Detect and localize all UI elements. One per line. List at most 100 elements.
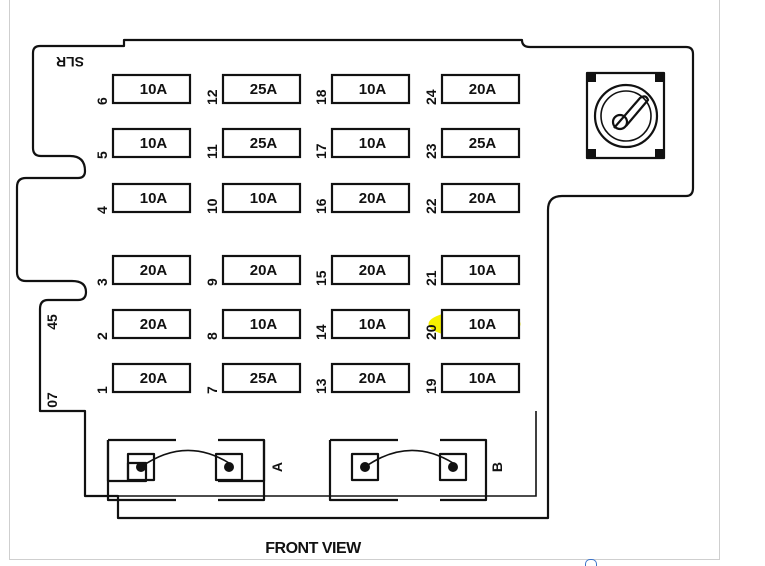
fuse-14-body	[330, 308, 411, 340]
fuse-13-body	[330, 362, 411, 394]
fuse-12-rating: 25A	[250, 81, 278, 98]
rotary-corner-bl	[587, 149, 596, 158]
fuse-23-number: 23	[423, 143, 439, 159]
fuse-19-number: 19	[423, 378, 439, 394]
fuse-17-body	[330, 127, 411, 159]
fuse-8-number: 8	[204, 332, 220, 340]
relay-b-terminal-left	[350, 452, 380, 482]
fuse-16: 20A 16	[313, 182, 411, 214]
rotary-switch-housing	[585, 71, 666, 160]
fuse-6-rating: 10A	[140, 81, 168, 98]
fuse-18-body	[330, 73, 411, 105]
fuse-9-rating: 20A	[250, 262, 278, 279]
bottom-inner-wall	[85, 411, 537, 497]
fuse-6: 10A 6	[94, 73, 192, 105]
fuse-10: 10A 10	[204, 182, 302, 214]
fuse-20-body	[440, 308, 521, 340]
fuse-12-number: 12	[204, 89, 220, 105]
side-label-upper: 45	[44, 314, 60, 330]
fuse-7-rating: 25A	[250, 370, 278, 387]
fuse-18-rating: 10A	[359, 81, 387, 98]
fuse-22-body	[440, 182, 521, 214]
fuse-2-rating: 20A	[140, 316, 168, 333]
fuse-6-number: 6	[94, 97, 110, 105]
fuse-4-rating: 10A	[140, 190, 168, 207]
fuse-13-number: 13	[313, 378, 329, 394]
front-view-caption: FRONT VIEW	[265, 540, 362, 557]
fuse-9-number: 9	[204, 278, 220, 286]
fuse-21-body	[440, 254, 521, 286]
rotary-switch	[585, 71, 666, 160]
rotary-corner-tr	[655, 73, 664, 82]
partial-icon-edge	[585, 559, 597, 566]
fuse-7-body	[221, 362, 302, 394]
fuse-9-body	[221, 254, 302, 286]
rotary-knob-lever	[613, 95, 650, 129]
fuse-15-rating: 20A	[359, 262, 387, 279]
fuse-11-number: 11	[204, 144, 220, 159]
fuse-4-number: 4	[94, 206, 110, 214]
relay-b-housing	[328, 438, 488, 502]
relay-a-terminal-right	[214, 452, 244, 482]
fuse-5-number: 5	[94, 151, 110, 159]
fuse-15-body	[330, 254, 411, 286]
fuse-2-body	[111, 308, 192, 340]
fuse-5-body	[111, 127, 192, 159]
fuse-3-body	[111, 254, 192, 286]
relay-b-terminal-right-dot	[448, 462, 458, 472]
fuse-16-number: 16	[313, 198, 329, 214]
relay-a-label: A	[269, 462, 285, 472]
relay-a-terminal-right-dot	[224, 462, 234, 472]
relay-b-jumper	[364, 449, 454, 468]
fuse-16-body	[330, 182, 411, 214]
rotary-outer-ring	[593, 83, 659, 149]
fuse-12: 25A 12	[204, 73, 302, 105]
frame-bottom-border	[9, 559, 720, 560]
fuse-12-body	[221, 73, 302, 105]
fuse-6-body	[111, 73, 192, 105]
fuse-2-number: 2	[94, 332, 110, 340]
fuse-5-rating: 10A	[140, 135, 168, 152]
fuse-10-number: 10	[204, 198, 220, 214]
fuse-9: 20A 9	[204, 254, 302, 286]
fuse-24-rating: 20A	[469, 81, 497, 98]
fuse-11-body	[221, 127, 302, 159]
relay-b-terminal-right	[438, 452, 468, 482]
fuse-14-rating: 10A	[359, 316, 387, 333]
fuse-10-rating: 10A	[250, 190, 278, 207]
fuse-4-body	[111, 182, 192, 214]
fuse-20-number: 20	[423, 324, 439, 340]
rotary-corner-br	[655, 149, 664, 158]
fuse-17-number: 17	[313, 143, 329, 159]
rotary-inner-ring	[600, 90, 652, 142]
side-label-lower: 07	[44, 392, 60, 408]
fuse-22-rating: 20A	[469, 190, 497, 207]
fuse-16-rating: 20A	[359, 190, 387, 207]
fuse-8-body	[221, 308, 302, 340]
fuse-10-body	[221, 182, 302, 214]
fuse-3-rating: 20A	[140, 262, 168, 279]
frame-right-border	[719, 0, 720, 560]
relay-b: B	[328, 438, 505, 502]
fuse-24-body	[440, 73, 521, 105]
fuse-5: 10A 5	[94, 127, 192, 159]
relay-a-jumper	[140, 449, 230, 468]
